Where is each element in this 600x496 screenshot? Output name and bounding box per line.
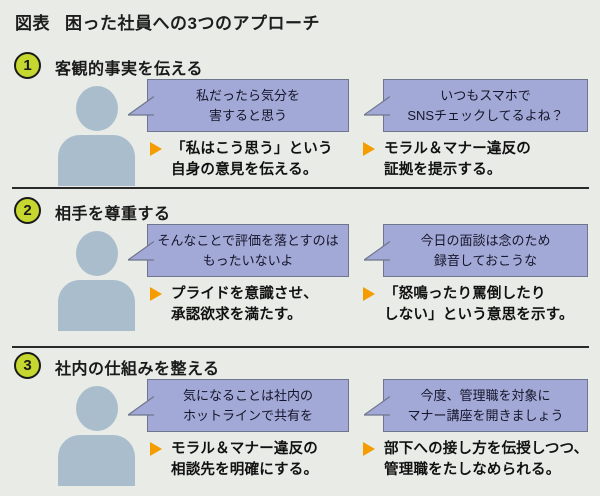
- person-head-shape: [75, 386, 118, 431]
- person-torso-shape: [58, 135, 135, 186]
- person-torso-shape: [58, 435, 135, 486]
- takeaway-item: 「私はこう思う」という 自身の意見を伝える。: [150, 139, 333, 180]
- bubble-text: いつもスマホで SNSチェックしてるよね？: [407, 88, 564, 123]
- bubble-tail-icon: [128, 396, 154, 416]
- triangle-bullet-icon: [150, 442, 162, 456]
- bubble-text: 今度、管理職を対象に マナー講座を開きましょう: [407, 388, 564, 423]
- figure-title-tag: 図表: [15, 14, 50, 33]
- step-number-badge: 3: [14, 352, 41, 379]
- speech-bubble: 今度、管理職を対象に マナー講座を開きましょう: [364, 379, 588, 432]
- takeaway-text: プライドを意識させ、 承認欲求を満たす。: [171, 286, 318, 323]
- takeaway-text: 「私はこう思う」という 自身の意見を伝える。: [171, 141, 333, 178]
- section-heading: 社内の仕組みを整える: [55, 361, 220, 378]
- bubble-tail-icon: [128, 96, 154, 116]
- person-icon: [58, 86, 135, 186]
- takeaway-item: 部下への接し方を伝授しつつ、 管理職をたしなめられる。: [363, 439, 588, 480]
- triangle-bullet-icon: [150, 287, 162, 301]
- triangle-bullet-icon: [363, 142, 375, 156]
- bubble-text: 今日の面談は念のため 録音しておこうな: [420, 233, 551, 268]
- triangle-bullet-icon: [363, 287, 375, 301]
- section-heading: 相手を尊重する: [55, 206, 171, 223]
- person-head-shape: [75, 231, 118, 276]
- person-head-shape: [75, 86, 118, 131]
- speech-bubble: 私だったら気分を 害すると思う: [128, 79, 349, 132]
- person-icon: [58, 386, 135, 486]
- approach-section-2: 2 相手を尊重する そんなことで評価を落とすのは もったいないよ 今日の面談は念…: [0, 197, 600, 346]
- section-divider: [12, 187, 589, 189]
- person-torso-shape: [58, 280, 135, 331]
- bubble-text: 私だったら気分を 害すると思う: [195, 88, 300, 123]
- bubble-tail-icon: [128, 241, 154, 261]
- speech-bubble: 今日の面談は念のため 録音しておこうな: [364, 224, 588, 277]
- bubble-tail-icon: [364, 241, 390, 261]
- approach-section-3: 3 社内の仕組みを整える 気になることは社内の ホットラインで共有を 今度、管理…: [0, 352, 600, 496]
- bubble-text: 気になることは社内の ホットラインで共有を: [182, 388, 313, 423]
- bubble-tail-icon: [364, 396, 390, 416]
- approach-section-1: 1 客観的事実を伝える 私だったら気分を 害すると思う いつもスマホで SNSチ…: [0, 52, 600, 187]
- takeaway-text: モラル＆マナー違反の 証拠を提示する。: [384, 141, 531, 178]
- triangle-bullet-icon: [150, 142, 162, 156]
- speech-bubble: そんなことで評価を落とすのは もったいないよ: [128, 224, 349, 277]
- person-icon: [58, 231, 135, 331]
- takeaway-item: プライドを意識させ、 承認欲求を満たす。: [150, 284, 318, 325]
- figure-title: 図表 困った社員への3つのアプローチ: [15, 9, 320, 34]
- takeaway-text: 「怒鳴ったり罵倒したり しない」という意思を示す。: [384, 286, 574, 323]
- bubble-tail-icon: [364, 96, 390, 116]
- section-heading: 客観的事実を伝える: [55, 61, 204, 78]
- speech-bubble: いつもスマホで SNSチェックしてるよね？: [364, 79, 588, 132]
- takeaway-text: モラル＆マナー違反の 相談先を明確にする。: [171, 441, 319, 478]
- takeaway-item: モラル＆マナー違反の 相談先を明確にする。: [150, 439, 318, 480]
- takeaway-item: 「怒鳴ったり罵倒したり しない」という意思を示す。: [363, 284, 574, 325]
- step-number-badge: 2: [14, 197, 41, 224]
- triangle-bullet-icon: [363, 442, 375, 456]
- bubble-text: そんなことで評価を落とすのは もったいないよ: [157, 233, 339, 268]
- section-divider: [12, 346, 589, 348]
- takeaway-text: 部下への接し方を伝授しつつ、 管理職をたしなめられる。: [384, 441, 589, 478]
- speech-bubble: 気になることは社内の ホットラインで共有を: [128, 379, 349, 432]
- step-number-badge: 1: [14, 52, 41, 79]
- takeaway-item: モラル＆マナー違反の 証拠を提示する。: [363, 139, 531, 180]
- figure-title-text: 困った社員への3つのアプローチ: [65, 14, 320, 33]
